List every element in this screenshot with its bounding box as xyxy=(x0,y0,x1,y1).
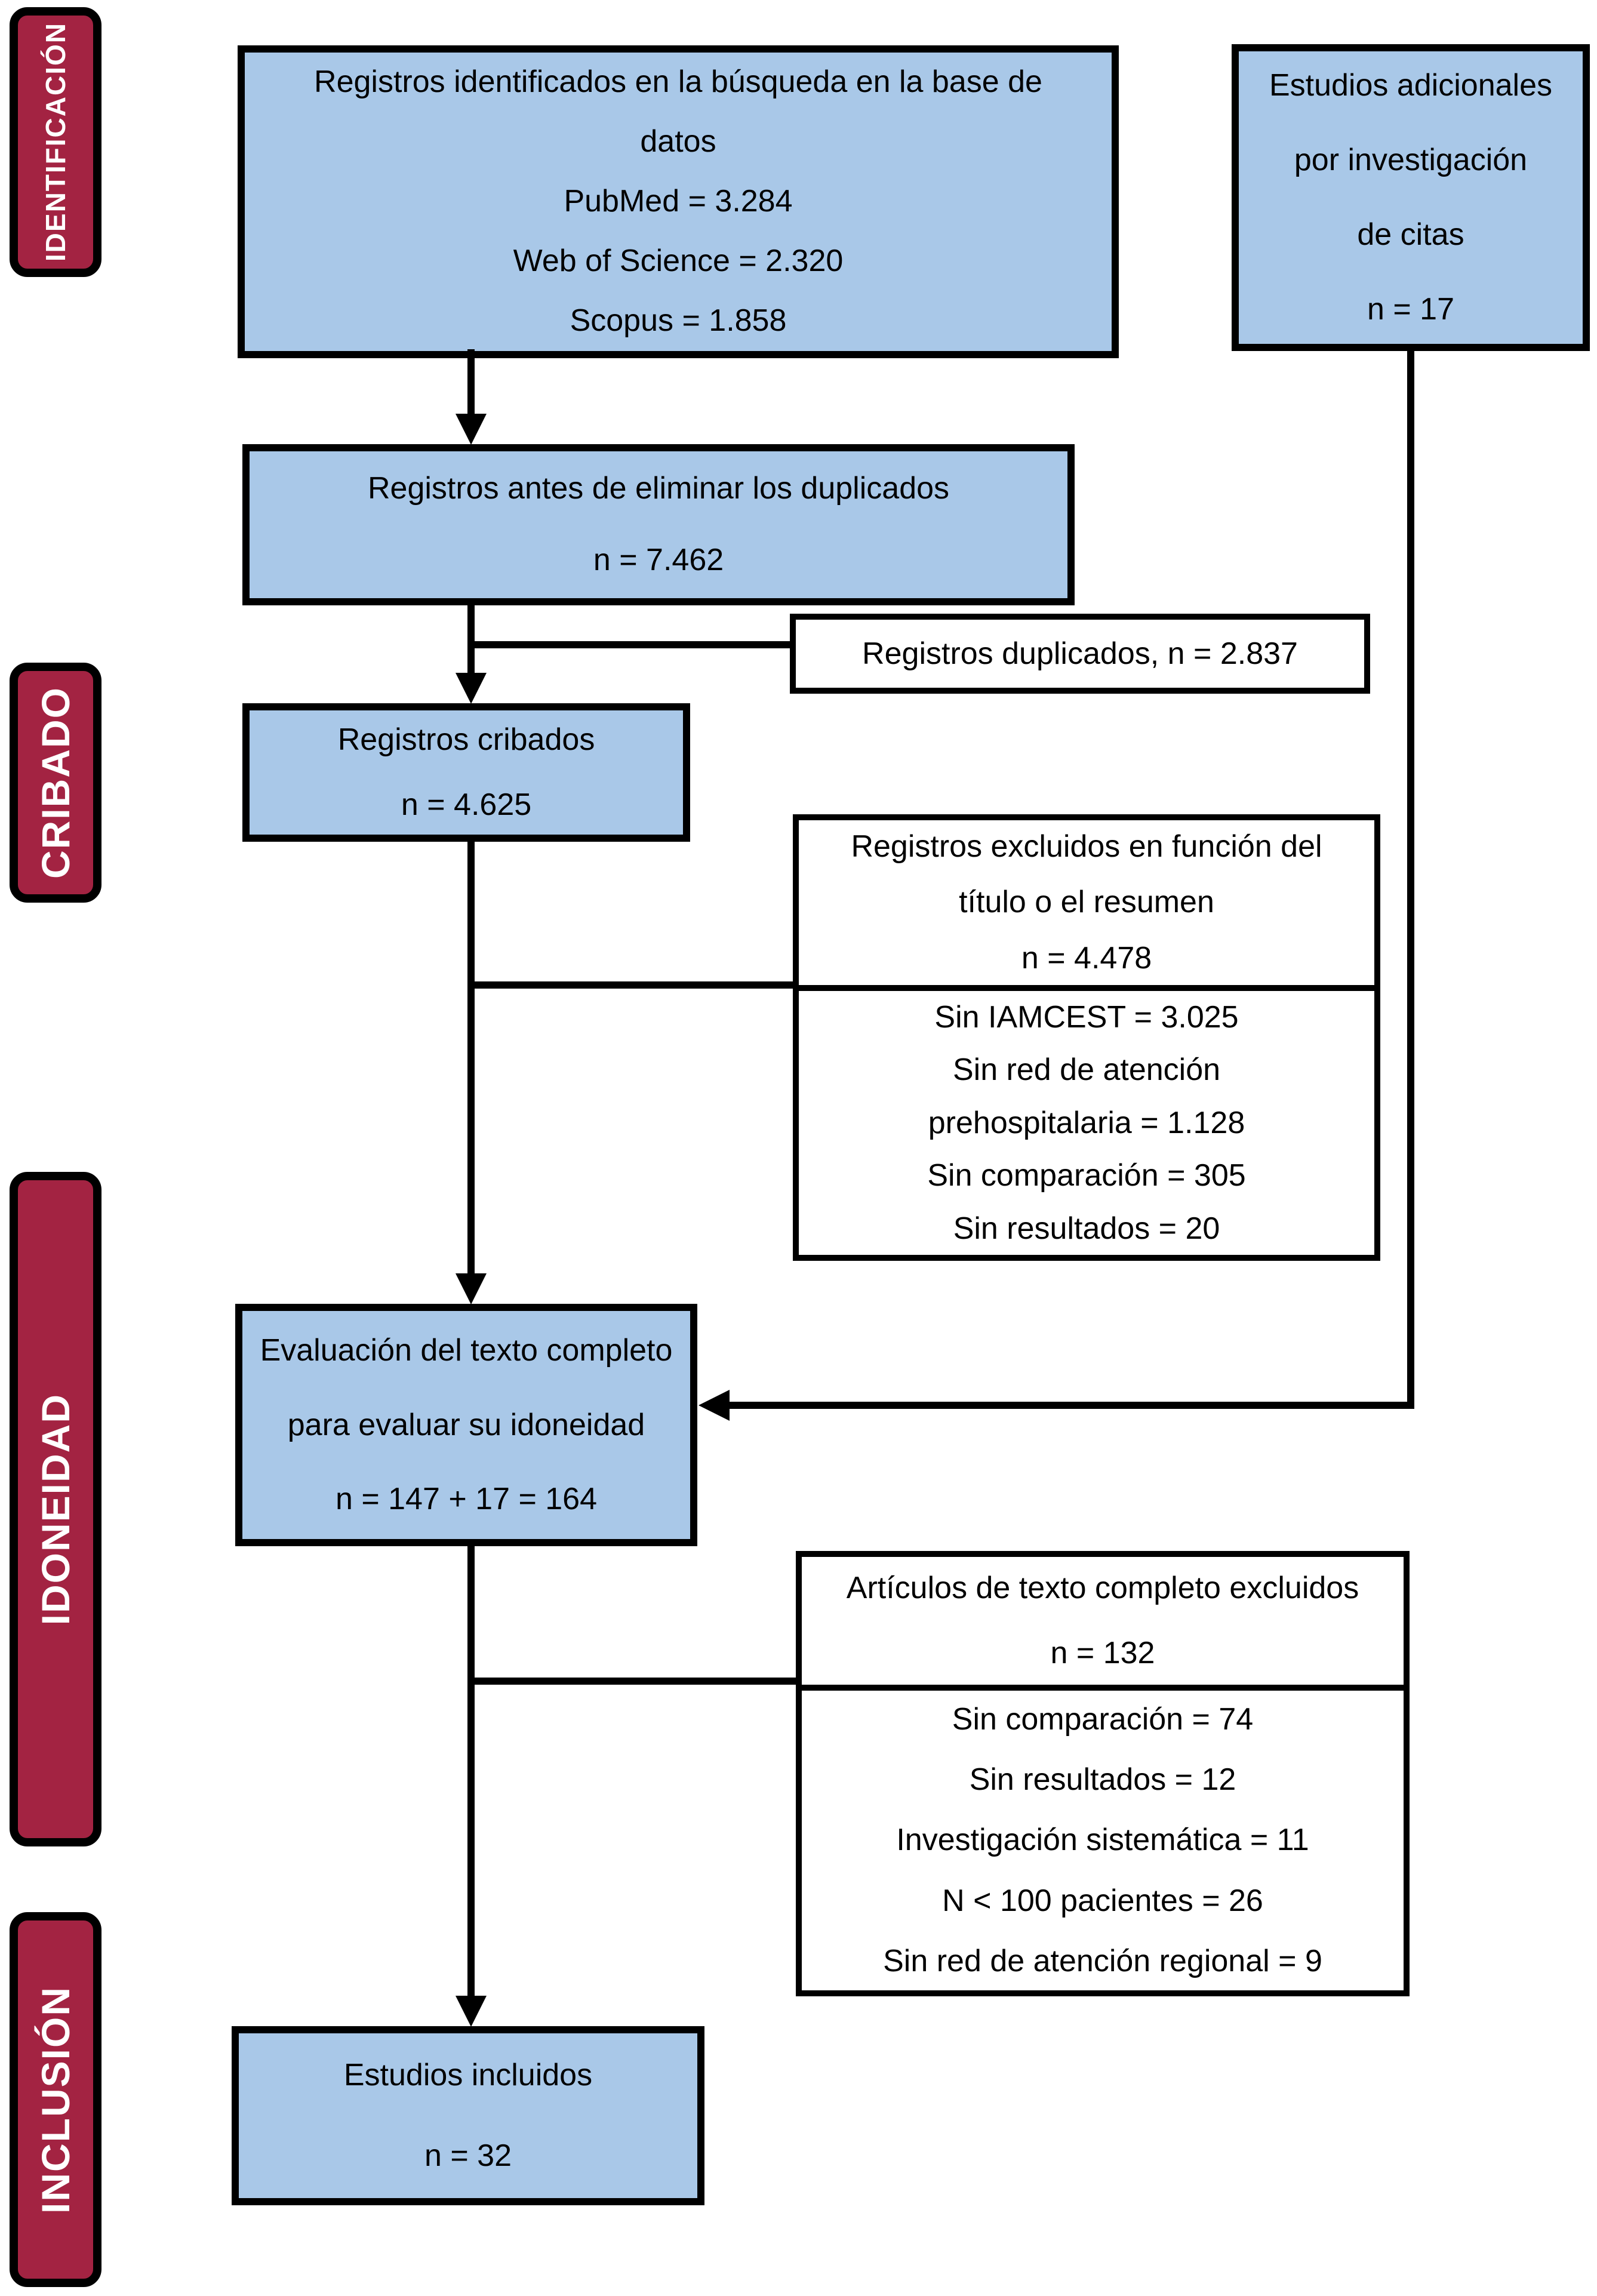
arrowhead-additional-to-fulltext xyxy=(699,1390,730,1421)
box-fulltext-excluded: Artículos de texto completo excluidos n … xyxy=(796,1551,1410,1996)
node-additional-studies: Estudios adicionales por investigación d… xyxy=(1232,44,1590,351)
box-duplicate-records-text: Registros duplicados, n = 2.837 xyxy=(862,636,1298,671)
arrowhead-screened xyxy=(456,673,487,704)
stage-label-identification-text: IDENTIFICACIÓN xyxy=(40,22,71,262)
node-records-before-duplicates: Registros antes de eliminar los duplicad… xyxy=(242,444,1075,605)
stage-label-eligibility-text: IDONEIDAD xyxy=(33,1393,78,1626)
node-studies-included: Estudios incluidos n = 32 xyxy=(232,2026,704,2205)
stage-label-screening: CRIBADO xyxy=(10,663,101,903)
arrowhead-before-duplicates xyxy=(456,414,487,445)
connector-branch-excluded-title-abstract xyxy=(471,981,794,989)
box-excluded-title-abstract: Registros excluidos en función del títul… xyxy=(793,814,1380,1261)
box-duplicate-records: Registros duplicados, n = 2.837 xyxy=(790,614,1370,694)
connector-fulltext-to-included xyxy=(467,1545,475,1999)
node-records-identified: Registros identificados en la búsqueda e… xyxy=(238,45,1119,358)
stage-label-screening-text: CRIBADO xyxy=(33,687,78,879)
connector-screened-to-fulltext xyxy=(467,841,475,1276)
connector-branch-duplicates xyxy=(471,641,791,648)
box-fulltext-excluded-header: Artículos de texto completo excluidos n … xyxy=(802,1557,1404,1691)
arrowhead-fulltext xyxy=(456,1273,487,1304)
stage-label-identification: IDENTIFICACIÓN xyxy=(10,7,101,277)
box-excluded-title-abstract-reasons: Sin IAMCEST = 3.025 Sin red de atención … xyxy=(927,1000,1246,1246)
connector-additional-horizontal xyxy=(730,1402,1414,1409)
node-records-screened: Registros cribados n = 4.625 xyxy=(242,703,690,842)
connector-additional-vertical xyxy=(1407,349,1414,1409)
stage-label-inclusion: INCLUSIÓN xyxy=(10,1912,101,2287)
connector-identified-to-before-duplicates xyxy=(467,349,475,420)
arrowhead-included xyxy=(456,1996,487,2027)
node-fulltext-assessed: Evaluación del texto completo para evalu… xyxy=(235,1304,697,1546)
box-excluded-title-abstract-header: Registros excluidos en función del títul… xyxy=(799,820,1374,991)
box-fulltext-excluded-reasons: Sin comparación = 74 Sin resultados = 12… xyxy=(883,1701,1322,1979)
stage-label-inclusion-text: INCLUSIÓN xyxy=(33,1986,78,2214)
connector-branch-fulltext-excluded xyxy=(471,1678,797,1685)
stage-label-eligibility: IDONEIDAD xyxy=(10,1172,101,1846)
